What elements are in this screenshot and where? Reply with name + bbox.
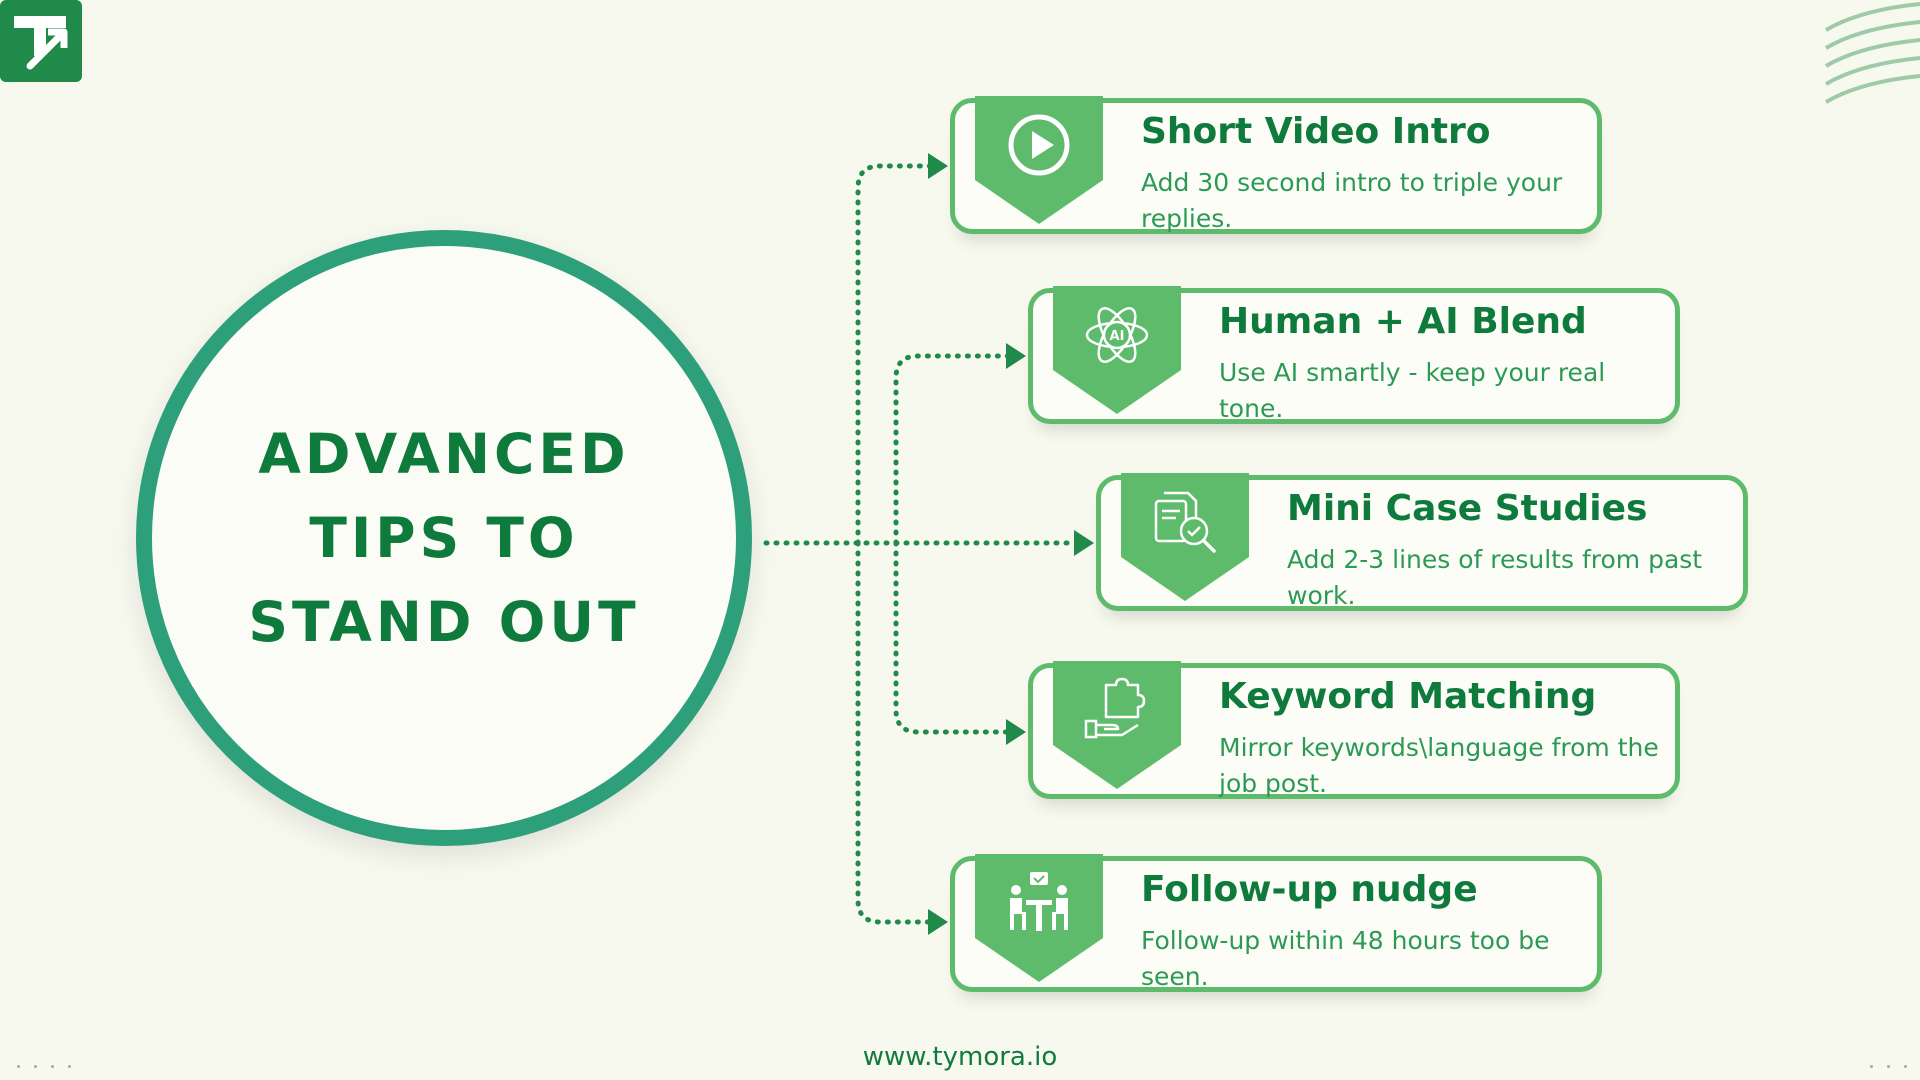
tip-badge	[1121, 473, 1249, 601]
central-title-line-2: TIPS TO	[309, 506, 579, 570]
meeting-icon	[1010, 872, 1068, 931]
tip-card-keyword-matching: Keyword Matching Mirror keywords\languag…	[1028, 661, 1680, 799]
tip-badge	[1053, 661, 1181, 789]
tip-card-follow-up-nudge: Follow-up nudge Follow-up within 48 hour…	[950, 854, 1602, 992]
svg-text:AI: AI	[1110, 329, 1125, 344]
tip-description: Follow-up within 48 hours too be seen.	[1141, 926, 1550, 991]
tip-title: Keyword Matching	[1219, 676, 1597, 717]
tip-card-mini-case-studies: Mini Case Studies Add 2-3 lines of resul…	[1096, 473, 1748, 611]
play-icon	[1008, 114, 1070, 176]
tip-title: Short Video Intro	[1141, 111, 1491, 152]
tip-title: Follow-up nudge	[1141, 869, 1478, 910]
tip-description: Add 2-3 lines of results from past work.	[1287, 545, 1703, 610]
tip-badge: AI	[1053, 286, 1181, 414]
tip-card-short-video-intro: Short Video Intro Add 30 second intro to…	[950, 96, 1602, 234]
brand-logo-icon	[14, 16, 68, 70]
central-title-line-1: ADVANCED	[258, 422, 630, 486]
website-url: www.tymora.io	[862, 1042, 1058, 1072]
tip-description: Add 30 second intro to triple your repli…	[1141, 168, 1563, 233]
central-title-line-3: STAND OUT	[248, 590, 640, 654]
decorative-wave-lines	[1824, 2, 1920, 104]
decorative-dots-left	[10, 1053, 78, 1072]
tip-title: Human + AI Blend	[1219, 301, 1587, 342]
decorative-dots-right	[1863, 1053, 1914, 1072]
tip-card-human-ai-blend: AI Human + AI Blend Use AI smartly - kee…	[1028, 286, 1680, 424]
puzzle-hand-icon	[1084, 677, 1146, 739]
ai-icon: AI	[1085, 307, 1149, 363]
central-title: ADVANCED TIPS TO STAND OUT	[248, 412, 639, 664]
tip-title: Mini Case Studies	[1287, 488, 1648, 529]
tip-description: Mirror keywords\language from the job po…	[1219, 733, 1659, 798]
central-topic-circle: ADVANCED TIPS TO STAND OUT	[136, 230, 752, 846]
brand-logo	[0, 0, 82, 82]
case-study-icon	[1154, 491, 1216, 553]
tip-description: Use AI smartly - keep your real tone.	[1219, 358, 1606, 423]
tip-badge	[975, 854, 1103, 982]
tip-badge	[975, 96, 1103, 224]
